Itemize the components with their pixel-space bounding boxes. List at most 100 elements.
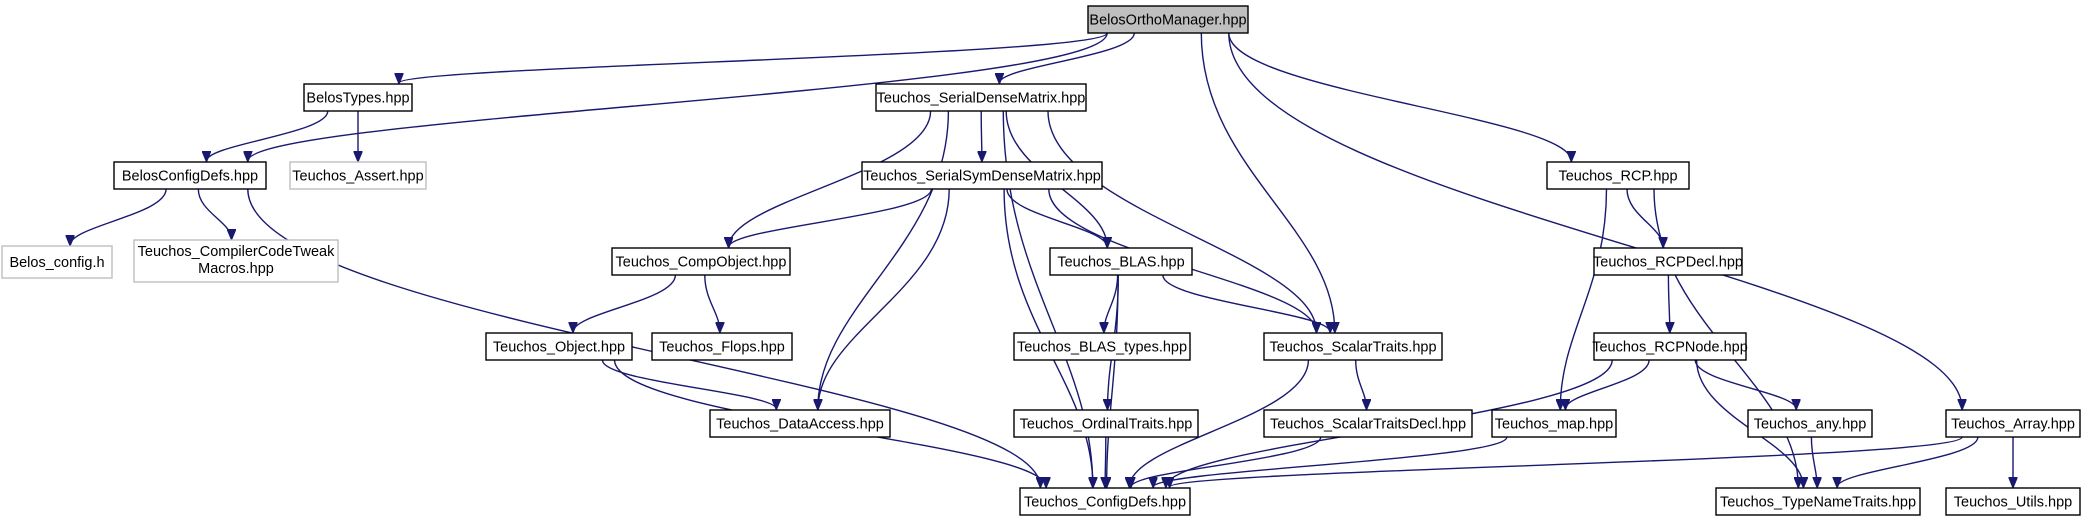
node-flops[interactable]: Teuchos_Flops.hpp xyxy=(651,332,793,361)
node-label: Teuchos_SerialDenseMatrix.hpp xyxy=(877,91,1086,107)
edge-compobject-to-object xyxy=(573,274,677,332)
edge-root-to-array xyxy=(1228,32,1962,409)
edge-object-to-dataaccess xyxy=(601,359,776,409)
node-object[interactable]: Teuchos_Object.hpp xyxy=(485,332,633,361)
edge-root-to-serialdense xyxy=(999,32,1135,83)
node-rcpdecl[interactable]: Teuchos_RCPDecl.hpp xyxy=(1593,247,1743,276)
node-belos_config_h: Belos_config.h xyxy=(1,245,113,279)
node-configdefs[interactable]: Teuchos_ConfigDefs.hpp xyxy=(1019,487,1191,516)
edge-symdense-to-dataaccess xyxy=(818,188,950,409)
edge-scalartraitsdecl-to-configdefs xyxy=(1131,436,1322,487)
node-utils[interactable]: Teuchos_Utils.hpp xyxy=(1945,487,2081,516)
node-compobject[interactable]: Teuchos_CompObject.hpp xyxy=(611,247,791,276)
node-box xyxy=(1019,487,1191,516)
node-box xyxy=(1546,161,1690,190)
node-box xyxy=(1945,487,2081,516)
edge-symdense-to-compobject xyxy=(729,188,933,247)
node-box xyxy=(1593,332,1747,361)
node-scalartraitsdecl[interactable]: Teuchos_ScalarTraitsDecl.hpp xyxy=(1263,409,1473,438)
node-root[interactable]: BelosOrthoManager.hpp xyxy=(1087,5,1249,34)
node-array[interactable]: Teuchos_Array.hpp xyxy=(1945,409,2081,438)
node-label: Teuchos_ConfigDefs.hpp xyxy=(1024,495,1186,511)
node-belostypes[interactable]: BelosTypes.hpp xyxy=(303,83,413,112)
node-label: Teuchos_TypeNameTraits.hpp xyxy=(1720,495,1916,511)
node-box xyxy=(1945,409,2081,438)
edge-rcp-to-map xyxy=(1560,188,1608,409)
node-label: Teuchos_map.hpp xyxy=(1495,417,1614,433)
node-label: Teuchos_ScalarTraitsDecl.hpp xyxy=(1270,417,1466,433)
edge-belosconfig-to-configdefs xyxy=(247,188,1041,487)
node-ordinaltraits[interactable]: Teuchos_OrdinalTraits.hpp xyxy=(1013,409,1199,438)
node-box xyxy=(113,161,267,190)
node-box xyxy=(1049,247,1193,276)
node-box xyxy=(709,409,891,438)
node-blastypes[interactable]: Teuchos_BLAS_types.hpp xyxy=(1013,332,1191,361)
node-assert: Teuchos_Assert.hpp xyxy=(289,161,427,190)
edge-blas-to-configdefs xyxy=(1107,274,1119,487)
node-box xyxy=(1263,409,1473,438)
node-any[interactable]: Teuchos_any.hpp xyxy=(1747,409,1873,438)
edge-blas-to-blastypes xyxy=(1104,274,1119,332)
node-map[interactable]: Teuchos_map.hpp xyxy=(1491,409,1617,438)
edge-serialdense-to-symdense xyxy=(981,110,982,161)
edge-serialdense-to-compobject xyxy=(729,110,932,247)
node-box xyxy=(1593,247,1743,276)
node-typenametraits[interactable]: Teuchos_TypeNameTraits.hpp xyxy=(1715,487,1921,516)
node-label: Teuchos_BLAS_types.hpp xyxy=(1017,340,1187,356)
edge-array-to-configdefs xyxy=(1170,436,1963,487)
node-label: BelosOrthoManager.hpp xyxy=(1089,13,1246,29)
node-rcpnode[interactable]: Teuchos_RCPNode.hpp xyxy=(1592,332,1748,361)
node-blas[interactable]: Teuchos_BLAS.hpp xyxy=(1049,247,1193,276)
edge-belosconfig-to-belos_config_h xyxy=(70,188,167,245)
node-box xyxy=(303,83,413,112)
node-serialdense[interactable]: Teuchos_SerialDenseMatrix.hpp xyxy=(875,83,1087,112)
edge-scalartraits-to-configdefs xyxy=(1129,359,1310,487)
node-label: Teuchos_DataAccess.hpp xyxy=(716,417,884,433)
node-label: Belos_config.h xyxy=(9,255,104,271)
edge-serialdense-to-scalartraits xyxy=(1047,110,1316,332)
node-box xyxy=(1,245,113,279)
edge-rcpdecl-to-rcpnode xyxy=(1668,274,1669,332)
edge-scalartraits-to-scalartraitsdecl xyxy=(1355,359,1367,409)
node-box xyxy=(485,332,633,361)
node-box xyxy=(1491,409,1617,438)
node-box xyxy=(875,83,1087,112)
node-label: Teuchos_Utils.hpp xyxy=(1954,495,2073,511)
node-label: Teuchos_OrdinalTraits.hpp xyxy=(1020,417,1193,433)
node-label: Teuchos_CompilerCodeTweak xyxy=(138,244,335,260)
edge-serialdense-to-dataaccess xyxy=(818,110,950,409)
node-box xyxy=(289,161,427,190)
node-label: Teuchos_Object.hpp xyxy=(493,340,625,356)
node-label: Teuchos_ScalarTraits.hpp xyxy=(1269,340,1436,356)
node-box xyxy=(1263,332,1443,361)
edge-rcpnode-to-map xyxy=(1565,359,1650,409)
node-label: Teuchos_RCP.hpp xyxy=(1558,169,1677,185)
node-scalartraits[interactable]: Teuchos_ScalarTraits.hpp xyxy=(1263,332,1443,361)
node-box xyxy=(1013,332,1191,361)
edge-rcp-to-rcpdecl xyxy=(1626,188,1663,247)
node-symdense[interactable]: Teuchos_SerialSymDenseMatrix.hpp xyxy=(861,161,1103,190)
node-label: Teuchos_any.hpp xyxy=(1754,417,1867,433)
node-box xyxy=(1013,409,1199,438)
node-box xyxy=(133,239,339,283)
edge-symdense-to-blas xyxy=(1006,188,1107,247)
node-rcp[interactable]: Teuchos_RCP.hpp xyxy=(1546,161,1690,190)
edge-root-to-scalartraits xyxy=(1200,32,1335,332)
node-label: Teuchos_Array.hpp xyxy=(1951,417,2075,433)
node-belosconfig[interactable]: BelosConfigDefs.hpp xyxy=(113,161,267,190)
node-label: Teuchos_CompObject.hpp xyxy=(616,255,787,271)
node-box xyxy=(1087,5,1249,34)
edge-belostypes-to-belosconfig xyxy=(207,110,329,161)
edge-belosconfig-to-compilertweak xyxy=(197,188,231,239)
edge-compobject-to-flops xyxy=(704,274,720,332)
edge-root-to-belosconfig xyxy=(248,32,1108,161)
node-label: Teuchos_Assert.hpp xyxy=(292,169,423,185)
edge-root-to-rcp xyxy=(1228,32,1572,161)
node-label: Teuchos_RCPNode.hpp xyxy=(1592,340,1748,356)
node-box xyxy=(1747,409,1873,438)
node-dataaccess[interactable]: Teuchos_DataAccess.hpp xyxy=(709,409,891,438)
node-label: Teuchos_Flops.hpp xyxy=(659,340,785,356)
node-box xyxy=(651,332,793,361)
